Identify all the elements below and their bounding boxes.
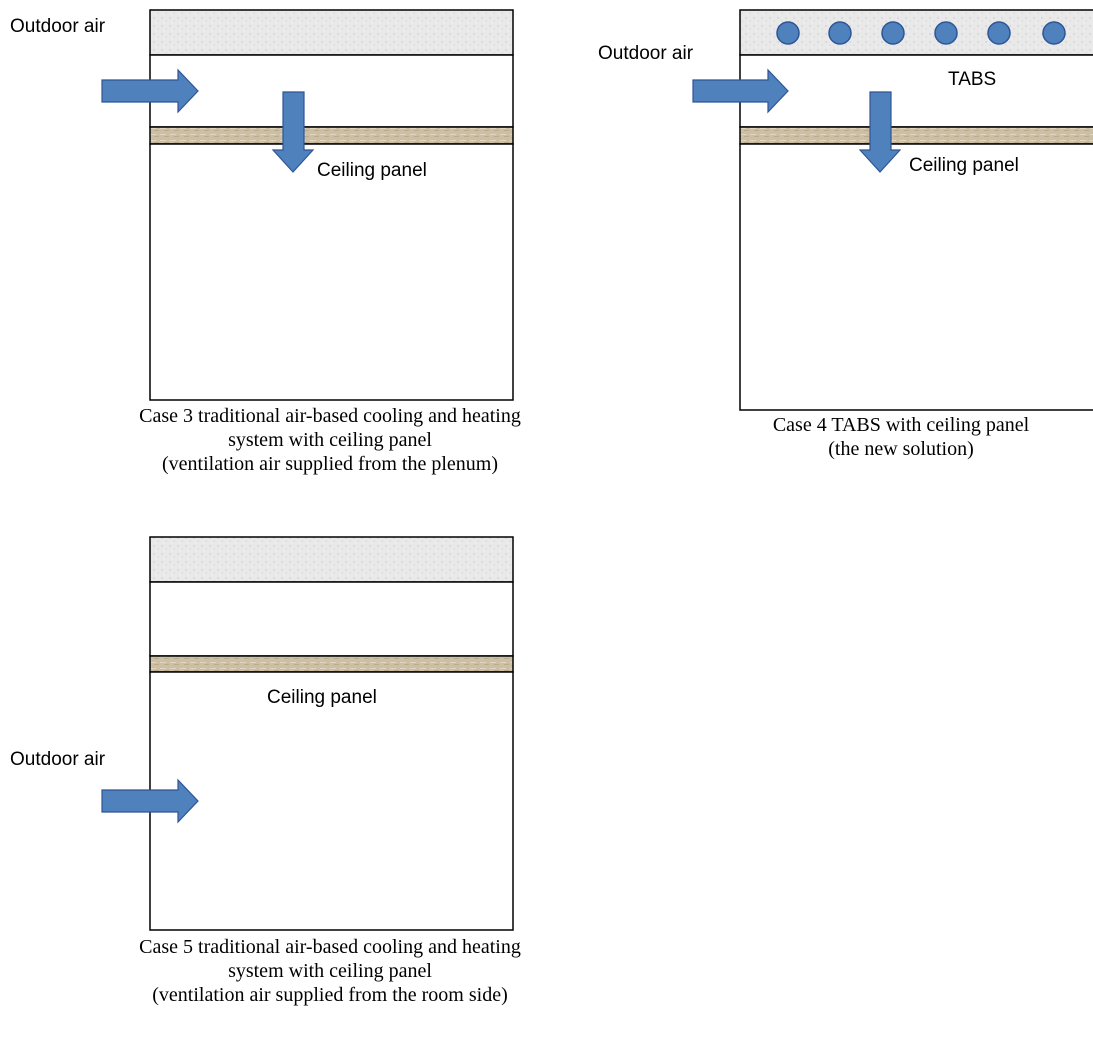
case3-ceiling-panel (149, 126, 514, 145)
case3-plenum (149, 54, 514, 128)
case4-outdoor-air-arrow (692, 68, 789, 114)
tabs-pipe (776, 21, 800, 45)
tabs-pipe (934, 21, 958, 45)
case5-concrete-slab (149, 536, 514, 583)
case5-caption: Case 5 traditional air-based cooling and… (30, 935, 630, 1007)
case5-outdoor-air-arrow (101, 778, 199, 824)
case4-ceiling-panel (739, 126, 1093, 145)
case4-tabs-pipes (776, 21, 1066, 45)
caption-line: system with ceiling panel (228, 960, 432, 982)
tabs-pipe (1042, 21, 1066, 45)
case3-outdoor-air-label: Outdoor air (10, 16, 106, 37)
case4-plenum (739, 54, 1093, 128)
case3-outdoor-air-arrow (101, 68, 199, 114)
caption-line: Case 3 traditional air-based cooling and… (139, 405, 521, 427)
caption-line: (ventilation air supplied from the plenu… (161, 453, 499, 475)
caption-line: Case 4 TABS with ceiling panel (772, 414, 1030, 436)
case5-room (149, 671, 514, 931)
case5-ceiling-panel-label: Ceiling panel (267, 687, 377, 708)
case4-tabs-label: TABS (948, 69, 997, 90)
case5-diagram (101, 536, 514, 931)
tabs-pipe (987, 21, 1011, 45)
case4-diagram (692, 9, 1093, 411)
case5-ceiling-panel (149, 655, 514, 673)
caption-line: Case 5 traditional air-based cooling and… (139, 936, 521, 958)
case3-diagram (101, 9, 514, 401)
case3-concrete-slab (149, 9, 514, 56)
case5-plenum (149, 581, 514, 657)
case3-room (149, 143, 514, 401)
case3-caption: Case 3 traditional air-based cooling and… (30, 404, 630, 476)
case3-down-arrow (271, 91, 315, 173)
case4-outdoor-air-label: Outdoor air (598, 43, 694, 64)
case4-ceiling-panel-label: Ceiling panel (909, 155, 1019, 176)
caption-line: (the new solution) (828, 438, 974, 460)
case4-room (739, 143, 1093, 411)
case3-ceiling-panel-label: Ceiling panel (317, 160, 427, 181)
case4-down-arrow (858, 91, 902, 173)
case5-outdoor-air-label: Outdoor air (10, 749, 106, 770)
tabs-pipe (881, 21, 905, 45)
tabs-pipe (828, 21, 852, 45)
caption-line: system with ceiling panel (228, 429, 432, 451)
caption-line: (ventilation air supplied from the room … (152, 984, 508, 1006)
case4-caption: Case 4 TABS with ceiling panel (the new … (700, 413, 1093, 461)
